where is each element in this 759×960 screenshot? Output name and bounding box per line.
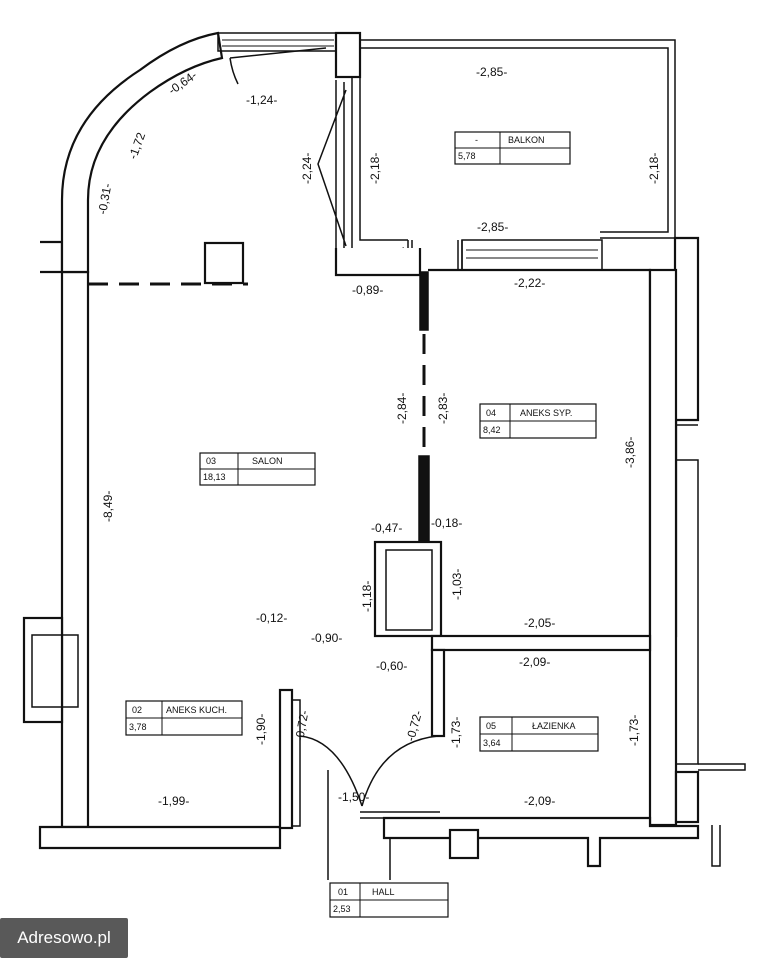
dim-label: -2,05- xyxy=(524,616,555,630)
dim-label: -1,24- xyxy=(246,93,277,107)
wall-bottom-left xyxy=(38,825,282,850)
column-bottom xyxy=(448,828,480,860)
wall-lazienka-left xyxy=(430,648,446,738)
dim-label: -2,18- xyxy=(647,153,661,184)
wall-bay-inner xyxy=(31,634,79,708)
dim-label: -0,89- xyxy=(352,283,383,297)
wall-right-lower xyxy=(676,459,699,765)
room-name-balkon: BALKON xyxy=(508,135,545,145)
dim-label: -2,85- xyxy=(476,65,507,79)
door-swing-balkon xyxy=(317,80,405,271)
shaft-outer xyxy=(373,540,443,638)
room-number-lazienka: 05 xyxy=(486,721,496,731)
dim-label: -0,18- xyxy=(431,516,462,530)
room-number-aneks-syp: 04 xyxy=(486,408,496,418)
door-frame-kuch xyxy=(292,699,301,827)
dim-label: -2,18- xyxy=(368,153,382,184)
room-name-lazienka: ŁAZIENKA xyxy=(532,721,576,731)
dim-label: -1,99- xyxy=(158,794,189,808)
room-name-salon: SALON xyxy=(252,456,283,466)
label-salon: 03 SALON 18,13 xyxy=(199,452,316,486)
wall-curved xyxy=(60,31,224,274)
dim-label: -1,50- xyxy=(338,790,369,804)
pillar-top xyxy=(334,31,362,79)
wall-left-upper xyxy=(40,240,64,274)
room-area-lazienka: 3,64 xyxy=(483,738,501,748)
dim-label: -0,60- xyxy=(376,659,407,673)
room-name-hall: HALL xyxy=(372,887,395,897)
dim-label: -2,24- xyxy=(300,153,314,184)
dim-label: -0,72- xyxy=(292,709,311,742)
dim-label: -1,03- xyxy=(450,569,464,600)
column-salon xyxy=(203,241,245,285)
room-number-balkon: - xyxy=(475,135,478,145)
wall-balkon-bottom-left xyxy=(334,248,422,277)
label-lazienka: 05 ŁAZIENKA 3,64 xyxy=(479,716,599,752)
dim-label: -2,09- xyxy=(524,794,555,808)
room-area-aneks-syp: 8,42 xyxy=(483,425,501,435)
shaft-inner xyxy=(385,549,433,631)
balkon-left-rail xyxy=(351,77,408,248)
dim-label: -2,83- xyxy=(436,393,450,424)
wall-bottom-right xyxy=(382,816,700,868)
door-frame-top-inner xyxy=(222,39,334,47)
dim-label: -2,84- xyxy=(395,393,409,424)
dim-label: -1,72 xyxy=(126,130,149,161)
wall-right-main xyxy=(648,268,678,827)
dim-label: -3,86- xyxy=(623,437,637,468)
wall-aneks-lazienka xyxy=(430,634,652,652)
label-aneks-kuch: 02 ANEKS KUCH. 3,78 xyxy=(125,700,243,736)
dim-label: -1,73- xyxy=(449,717,463,748)
dim-label: -0,47- xyxy=(371,521,402,535)
door-swing-top xyxy=(229,47,327,85)
dim-label: -0,72- xyxy=(403,709,425,743)
dim-label: -1,18- xyxy=(360,581,374,612)
room-number-hall: 01 xyxy=(338,887,348,897)
room-number-salon: 03 xyxy=(206,456,216,466)
wall-left-main xyxy=(60,270,90,829)
wall-right-block xyxy=(674,770,700,824)
room-area-aneks-kuch: 3,78 xyxy=(129,722,147,732)
dim-label: -2,09- xyxy=(519,655,550,669)
balkon-window-bottom-lines xyxy=(466,249,598,259)
room-name-aneks-syp: ANEKS SYP. xyxy=(520,408,572,418)
door-frame-hall xyxy=(360,811,440,819)
dim-label: -1,90- xyxy=(254,714,268,745)
label-aneks-syp: 04 ANEKS SYP. 8,42 xyxy=(479,403,597,439)
wall-right-stub xyxy=(698,763,746,771)
wall-partition-short xyxy=(418,455,430,543)
dim-label: -0,31- xyxy=(95,182,114,215)
hall-corridor xyxy=(327,770,391,880)
dim-label: -1,73- xyxy=(627,715,641,746)
dim-label: -0,12- xyxy=(256,611,287,625)
door-arc-kuch xyxy=(299,735,363,807)
room-number-aneks-kuch: 02 xyxy=(132,705,142,715)
balkon-frame xyxy=(360,39,676,239)
dim-label: -2,22- xyxy=(514,276,545,290)
door-arc-lazienka xyxy=(361,735,439,807)
wall-kuch-partition xyxy=(278,688,294,830)
watermark-badge: Adresowo.pl xyxy=(0,918,128,958)
room-name-aneks-kuch: ANEKS KUCH. xyxy=(166,705,227,715)
balkon-window-bottom xyxy=(461,239,603,271)
label-hall: 01 HALL 2,53 xyxy=(329,882,449,918)
room-area-hall: 2,53 xyxy=(333,904,351,914)
dim-label: -0,90- xyxy=(311,631,342,645)
dim-label: -2,85- xyxy=(477,220,508,234)
dim-label: -8,49- xyxy=(101,491,115,522)
wall-right-end xyxy=(711,825,721,867)
label-balkon: - BALKON 5,78 xyxy=(454,131,571,165)
room-area-salon: 18,13 xyxy=(203,472,226,482)
wall-stub-aneks xyxy=(419,271,429,331)
room-area-balkon: 5,78 xyxy=(458,151,476,161)
